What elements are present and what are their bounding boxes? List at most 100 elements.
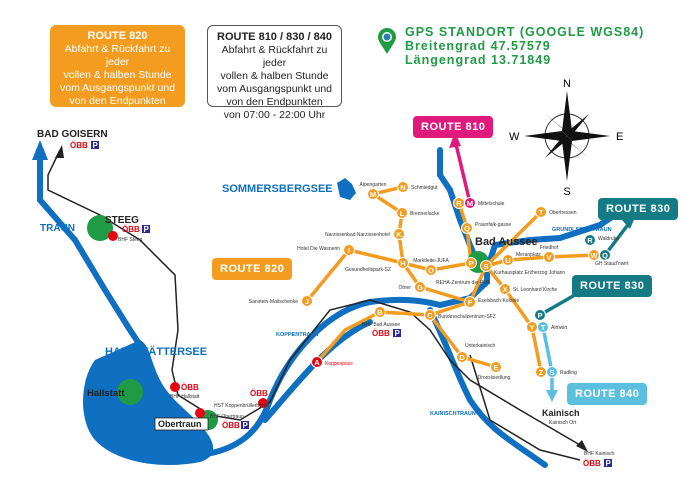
stop-m[interactable]: M Alpengarten: [360, 182, 387, 200]
stop-y[interactable]: Y: [526, 321, 538, 333]
stop-label: Alpengarten: [360, 182, 387, 188]
info-line: vollen & halben Stunde: [220, 70, 329, 82]
stop-marker[interactable]: [534, 309, 546, 321]
stop-letter: R: [456, 199, 462, 208]
route-810-line: [453, 138, 472, 205]
stop-marker[interactable]: [424, 309, 436, 321]
stop-label: Eselsbach Kolonie: [478, 298, 519, 304]
place-labels: BAD GOISERN STEEG TRAUN HALLSTÄTTERSEE H…: [37, 129, 612, 431]
stop-letter: W: [590, 251, 598, 260]
stop-marker[interactable]: [414, 281, 426, 293]
stop-marker[interactable]: [464, 296, 476, 308]
stop-label: Radling: [560, 370, 577, 376]
stop-label: REHA-Zentrum der PVA: [436, 280, 490, 286]
stop-marker[interactable]: [546, 366, 558, 378]
stop-p[interactable]: P: [534, 309, 546, 321]
stop-marker[interactable]: [456, 351, 468, 363]
grundlseer-traun-river: [484, 202, 633, 273]
stop-letter: A: [314, 358, 320, 367]
parking-icon: P: [243, 421, 249, 430]
bhf-obertraun-label: BHF Obertraun: [210, 414, 244, 420]
route-820-badge[interactable]: ROUTE 820: [212, 258, 293, 280]
stop-marker[interactable]: [343, 244, 355, 256]
compass-n: N: [563, 78, 571, 90]
stop-w[interactable]: W: [588, 249, 600, 261]
traun-river: [37, 152, 143, 348]
hallstatt-marker: [117, 379, 143, 405]
stop-marker[interactable]: [374, 306, 386, 318]
route-840-badge[interactable]: ROUTE 840: [567, 383, 648, 405]
stop-b[interactable]: B: [374, 306, 386, 318]
stop-marker[interactable]: [535, 206, 547, 218]
stop-letter: M: [370, 190, 376, 199]
kainisch-label: Kainisch: [542, 408, 580, 418]
obb-logo: ÖBB: [250, 389, 268, 398]
stop-z[interactable]: Z: [535, 366, 547, 378]
stop-marker[interactable]: [490, 361, 502, 373]
stop-marker[interactable]: [396, 207, 408, 219]
stop-marker[interactable]: [537, 321, 549, 333]
stop-label: Praunfalk-gasse: [475, 222, 511, 228]
obb-logo: ÖBB: [222, 421, 240, 430]
hallstaettersee-lake: [82, 340, 214, 466]
stop-marker[interactable]: [461, 222, 473, 234]
stop-letter: D: [459, 353, 465, 362]
stop-q[interactable]: QGH Staud'nwirt: [595, 249, 629, 268]
stop-marker[interactable]: [311, 356, 323, 368]
obb-logo: ÖBB: [181, 383, 199, 392]
stop-letter: M: [467, 199, 473, 208]
stop-label: Bundesschulzentrum-SFZ: [438, 314, 496, 320]
stop-marker[interactable]: [425, 264, 437, 276]
steeg-label: STEEG: [105, 215, 139, 226]
stop-marker[interactable]: [397, 257, 409, 269]
stop-marker[interactable]: [464, 197, 476, 209]
stop-marker[interactable]: [584, 234, 596, 246]
stop-marker[interactable]: [480, 260, 492, 272]
stop-marker[interactable]: [393, 228, 405, 240]
info-line: vom Ausgangspunkt und: [60, 82, 175, 94]
stop-p[interactable]: P: [465, 257, 477, 269]
route-830-badge-2[interactable]: ROUTE 830: [572, 275, 653, 297]
stop-marker[interactable]: [599, 249, 611, 261]
bhf-hallstatt-label: BHF Hallstatt: [170, 394, 200, 400]
sommersbergsee-lake: [337, 178, 356, 200]
stop-marker[interactable]: [499, 283, 511, 295]
stop-letter: K: [396, 230, 402, 239]
stop-label: Marktleite-JUFA: [413, 258, 449, 264]
stop-label: Waldruhe: [598, 236, 619, 242]
stop-label: Gesundheitspark-SZ: [345, 267, 391, 273]
stop-marker[interactable]: [465, 257, 477, 269]
route-810-badge[interactable]: ROUTE 810: [413, 116, 494, 138]
stop-r[interactable]: R: [453, 197, 465, 209]
stop-marker[interactable]: [301, 295, 313, 307]
stop-marker[interactable]: [543, 251, 555, 263]
route-830-badge[interactable]: ROUTE 830: [598, 198, 679, 220]
stop-marker[interactable]: [397, 181, 409, 193]
obertraun-label: Obertraun: [158, 419, 202, 429]
stop-marker[interactable]: [367, 188, 379, 200]
stop-marker[interactable]: [502, 254, 514, 266]
